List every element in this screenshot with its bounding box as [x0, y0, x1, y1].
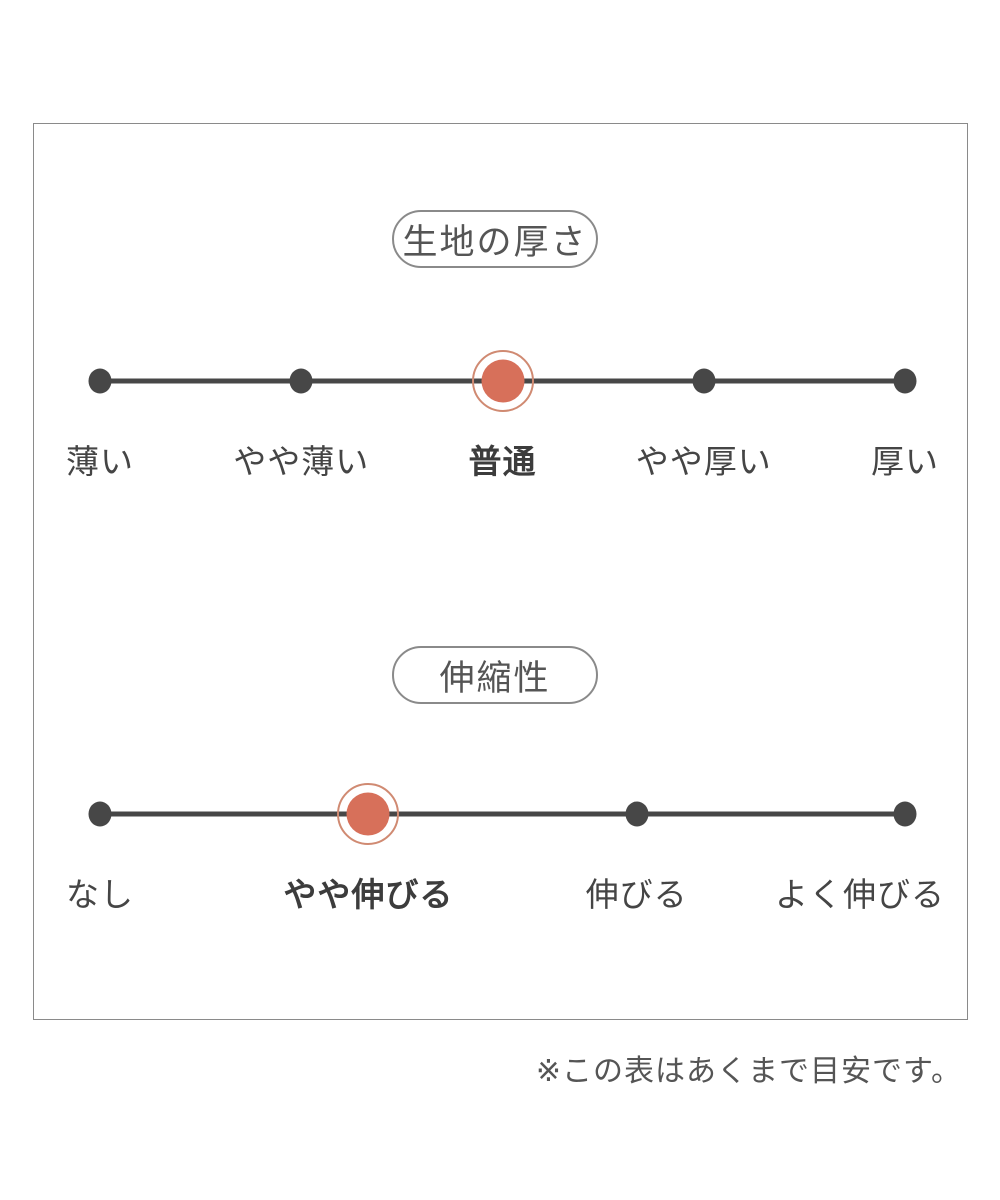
scale-dot [625, 801, 649, 827]
scale-label: やや伸びる [283, 875, 454, 914]
scale-dot [88, 801, 112, 827]
scale-label: 普通 [468, 442, 537, 481]
selected-dot [481, 359, 524, 403]
scale-dot [88, 368, 112, 394]
spec-frame: 生地の厚さ 薄い やや薄い 普通 やや厚い 厚い 伸縮性 なし やや伸びる 伸びる よく伸びる [33, 123, 968, 1020]
stretch-title-pill: 伸縮性 [392, 646, 598, 704]
scale-label: やや厚い [635, 442, 772, 481]
selected-dot [346, 792, 390, 836]
scale-line [100, 811, 905, 817]
scale-label: やや薄い [233, 442, 370, 481]
scale-label: 伸びる [585, 875, 688, 914]
disclaimer-note: ※この表はあくまで目安です。 [535, 1054, 962, 1089]
scale-dot [893, 368, 917, 394]
scale-label: 薄い [66, 442, 134, 481]
scale-label: よく伸びる [775, 875, 945, 914]
selected-ring [337, 783, 400, 845]
scale-label: 厚い [871, 442, 939, 481]
stretch-title: 伸縮性 [439, 658, 551, 699]
scale-dot [893, 801, 917, 827]
thickness-title: 生地の厚さ [402, 222, 588, 263]
scale-dot [692, 368, 716, 394]
scale-label: なし [66, 875, 134, 914]
scale-dot [289, 368, 313, 394]
selected-ring [471, 350, 534, 412]
thickness-title-pill: 生地の厚さ [392, 210, 598, 268]
